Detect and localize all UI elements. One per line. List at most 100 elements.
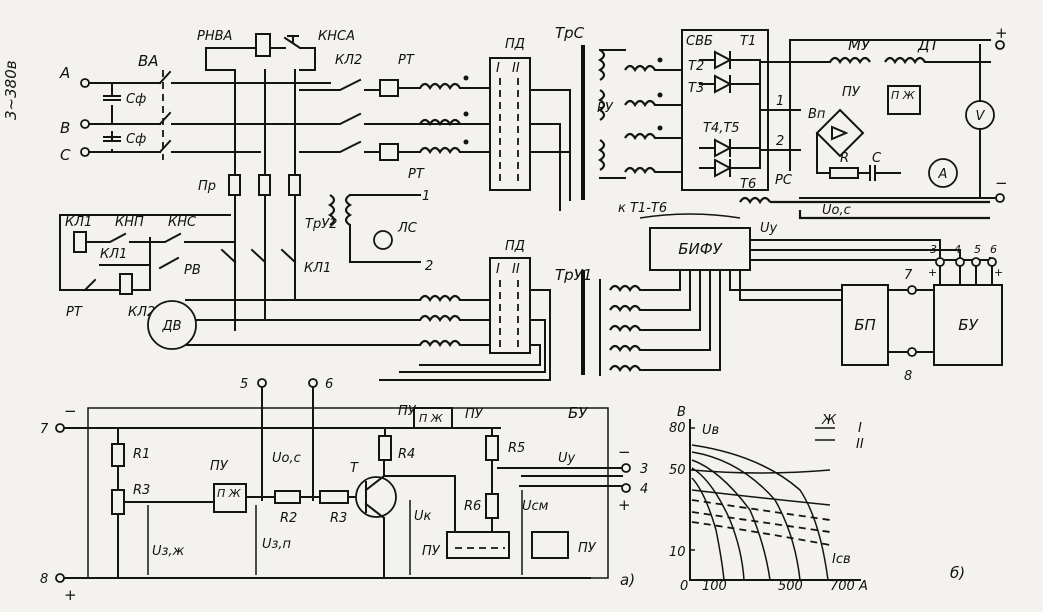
pu1-box — [213, 483, 247, 513]
pu1-pzh: П Ж — [217, 487, 242, 500]
bu-term-4 — [621, 483, 631, 493]
kl2b-label: КЛ2 — [128, 305, 155, 320]
graph-y-unit: В — [677, 405, 686, 420]
breaker-label: ВА — [138, 52, 159, 70]
t6-label: Т6 — [740, 177, 756, 192]
t2-label: Т2 — [688, 59, 704, 74]
cap1-label: Сф — [126, 92, 146, 107]
uzzh-label: Uз,ж — [152, 544, 185, 559]
pu2-top-label: ПУ — [398, 404, 417, 419]
supply-voltage-label: 3~380в — [2, 60, 20, 120]
bu-term-8 — [55, 573, 65, 583]
winding-dot — [657, 92, 663, 98]
legend-zh: Ж — [821, 413, 837, 428]
pu2-pzh: П Ж — [419, 412, 444, 425]
bu-block — [933, 284, 1003, 366]
phase-b-terminal — [80, 119, 90, 129]
pu4-label: ПУ — [578, 541, 597, 556]
rs-in1-label: 1 — [776, 94, 784, 109]
r3b-label: R3 — [330, 511, 347, 526]
t45-label: Т4,Т5 — [703, 121, 740, 136]
rs-choke — [739, 196, 990, 220]
supply-wires — [88, 82, 161, 153]
winding-dot — [657, 57, 663, 63]
voltmeter-label: V — [976, 109, 986, 124]
term-plus2-label: + — [994, 266, 1003, 279]
capacitor-c — [816, 132, 901, 181]
bu-label: БУ — [958, 316, 978, 334]
fuse-3 — [288, 174, 301, 196]
mains-bus — [171, 82, 331, 153]
pu-label: ПУ — [842, 85, 861, 100]
term-5-label: 5 — [974, 243, 981, 256]
bu-minus2-label: − — [618, 443, 631, 461]
fuse-1 — [228, 174, 241, 196]
mu-dt-windings — [829, 56, 926, 65]
svb-label: СВБ — [686, 34, 713, 49]
control-feeders — [234, 69, 296, 271]
phase-a-label: A — [59, 64, 70, 82]
graph-axes — [689, 419, 861, 581]
r1-resistor — [111, 443, 125, 467]
r-label: R — [840, 151, 849, 166]
pzh-label: П Ж — [891, 89, 916, 102]
fuse-2 — [258, 174, 271, 196]
rt-label: РТ — [398, 53, 415, 68]
knp-label: КНП — [115, 215, 144, 230]
motor-symbol — [147, 300, 197, 350]
graph-x-500: 500 — [778, 579, 803, 594]
minus-out-label: − — [995, 174, 1008, 192]
term-7-top-label: 7 — [904, 268, 913, 283]
r3b-resistor — [319, 490, 349, 504]
rs-leads — [759, 109, 801, 151]
bu-term-3 — [621, 463, 631, 473]
pd-switch-bottom: ПД I II ТрУ1 — [379, 239, 721, 381]
mu-label: МУ — [848, 36, 871, 54]
phase-b-label: B — [60, 119, 70, 137]
kl1-coil — [73, 231, 87, 253]
dashed-curves — [691, 499, 831, 546]
pu1-label: ПУ — [210, 459, 229, 474]
usm-label: Uсм — [522, 499, 549, 514]
flat-curves — [691, 469, 831, 506]
bifu-block — [649, 227, 751, 271]
dt-label: ДТ — [917, 36, 941, 54]
rectifier-section: РУ СВБ Т1 Т2 Т3 Т4,Т5 Т6 1 2 РС МУ ДТ + … — [597, 24, 1008, 203]
pd-top-links — [499, 78, 519, 185]
uk-label: Uк — [414, 509, 432, 524]
bu-term-5-label: 5 — [240, 377, 248, 392]
term-7-top — [907, 285, 917, 295]
pd-bottom-ii: II — [512, 262, 520, 277]
control-circuit: КЛ1 КНП КНС КЛ1 РВ РТ КЛ2 КЛ1 ДВ ТрУ2 ЛС… — [59, 189, 433, 350]
winding-dot — [463, 75, 469, 81]
control-blocks: к Т1-Т6 БИФУ Uо,с Uy 3 4 5 6 + + БП БУ 7… — [618, 196, 1003, 384]
bu-rails — [63, 386, 591, 579]
graph-x-100: 100 — [702, 579, 727, 594]
bp-label: БП — [854, 316, 876, 334]
term-4 — [955, 257, 965, 267]
pd-top-box — [489, 57, 531, 191]
pu2-box — [413, 407, 453, 429]
kt16-label: к Т1-Т6 — [618, 201, 667, 216]
ls-out1: 1 — [422, 189, 430, 204]
r1-label: R1 — [133, 447, 150, 462]
pu-box-top — [887, 85, 921, 115]
try1-label: ТрУ1 — [555, 266, 592, 284]
rt3-label: РТ — [66, 305, 83, 320]
bu-minus-label: − — [64, 402, 77, 420]
knsa-label: КНСА — [318, 29, 355, 44]
r3-pot — [111, 489, 125, 515]
phase-c-label: C — [60, 146, 71, 164]
rnva-wiring — [205, 36, 316, 71]
mu-frame — [759, 39, 991, 171]
uos-bu-label: Uо,с — [272, 451, 301, 466]
bu-term-5 — [257, 378, 267, 388]
primary-winding-leads — [397, 87, 491, 153]
winding-dot — [463, 111, 469, 117]
output-bus — [799, 44, 997, 199]
phase-c-terminal — [80, 147, 90, 157]
thermal-relay-1 — [379, 79, 399, 97]
bu-term-7-label: 7 — [40, 422, 49, 437]
filter-caps — [103, 95, 121, 142]
vp-label: Вп — [808, 107, 826, 122]
